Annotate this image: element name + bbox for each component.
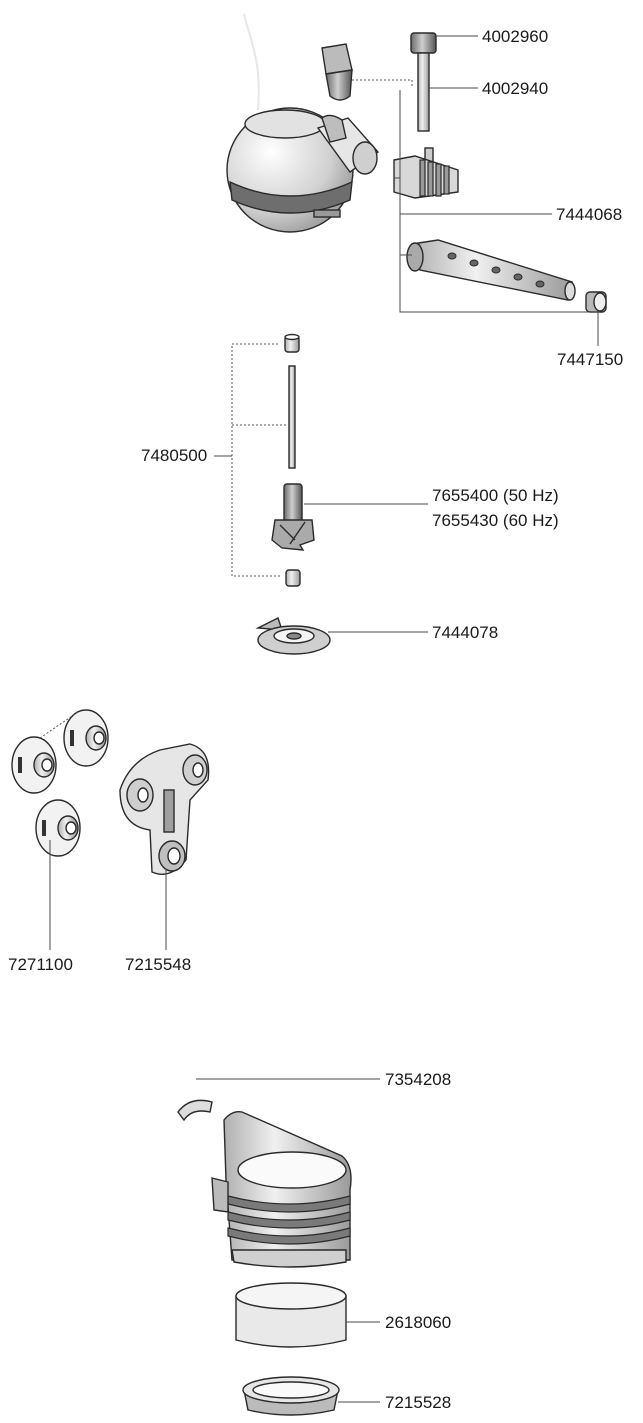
impeller-part — [271, 483, 315, 551]
bearing-top-part — [284, 333, 300, 353]
part-number-7480500: 7480500 — [141, 446, 208, 465]
leader-lines — [39, 35, 600, 1403]
part-number-7215528: 7215528 — [385, 1393, 452, 1412]
holder-bracket-part — [119, 743, 210, 875]
hose-connector-part — [393, 147, 459, 199]
filter-housing-part — [211, 1110, 352, 1268]
filter-sponge-part — [235, 1282, 347, 1348]
part-number-7354208: 7354208 — [385, 1070, 452, 1089]
bearing-bottom-part — [285, 569, 301, 587]
jet-nozzle-part — [321, 43, 353, 101]
part-number-7655400: 7655400 (50 Hz) — [432, 486, 559, 505]
part-number-7271100: 7271100 — [8, 955, 73, 974]
end-cap-part — [585, 291, 607, 313]
part-number-7655430: 7655430 (60 Hz) — [432, 511, 559, 530]
pump-motor-part — [226, 13, 380, 233]
impeller-cover-part — [255, 617, 331, 655]
spray-bar-part — [406, 239, 576, 301]
clip-part — [177, 1099, 213, 1122]
part-number-7215548: 7215548 — [125, 955, 192, 974]
part-number-7447150: 7447150 — [557, 350, 624, 369]
part-number-4002940: 4002940 — [482, 79, 549, 98]
bottom-cap-part — [242, 1376, 340, 1416]
part-number-7444078: 7444078 — [432, 623, 499, 642]
axle-part — [288, 365, 296, 469]
part-number-7444068: 7444068 — [556, 205, 623, 224]
suction-cups-part — [11, 709, 109, 857]
part-number-2618060: 2618060 — [385, 1313, 452, 1332]
part-number-4002960: 4002960 — [482, 27, 549, 46]
nozzle-4002960-part — [410, 32, 437, 132]
